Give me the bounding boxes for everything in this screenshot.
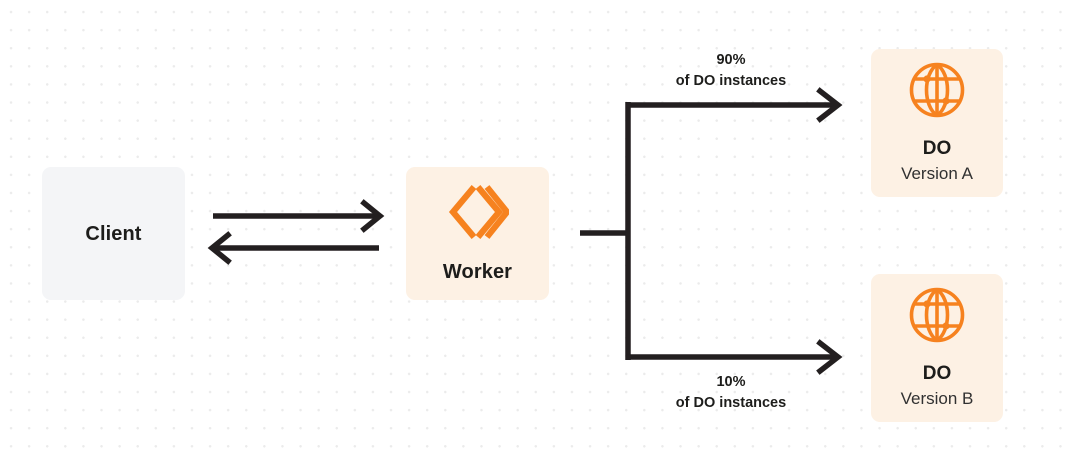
arrow-worker-to-client xyxy=(207,231,379,265)
arrow-worker-to-do-a xyxy=(626,87,843,123)
node-client-label: Client xyxy=(85,222,142,245)
node-worker: Worker xyxy=(406,167,549,300)
edge-label-do-a-description: of DO instances xyxy=(675,73,787,90)
node-do-b-label: DO xyxy=(922,363,952,385)
node-do-a-sublabel: Version A xyxy=(901,164,973,184)
arrow-worker-to-do-b xyxy=(626,339,843,375)
node-do-b-sublabel: Version B xyxy=(900,389,974,409)
node-worker-label: Worker xyxy=(442,261,513,283)
globe-icon xyxy=(908,286,966,349)
node-do-a-label: DO xyxy=(922,138,952,160)
edge-label-do-a: 90% of DO instances xyxy=(640,50,822,92)
edge-label-do-b: 10% of DO instances xyxy=(640,372,822,414)
globe-icon xyxy=(908,61,966,124)
node-client: Client xyxy=(42,167,185,300)
node-do-version-b: DO Version B xyxy=(871,274,1003,422)
node-do-version-a: DO Version A xyxy=(871,49,1003,197)
arrow-client-to-worker xyxy=(213,199,385,233)
edge-label-do-a-percent: 90% xyxy=(716,52,746,68)
edge-label-do-b-percent: 10% xyxy=(716,374,746,390)
edge-label-do-b-description: of DO instances xyxy=(675,395,787,412)
cloudflare-workers-icon xyxy=(447,183,511,246)
